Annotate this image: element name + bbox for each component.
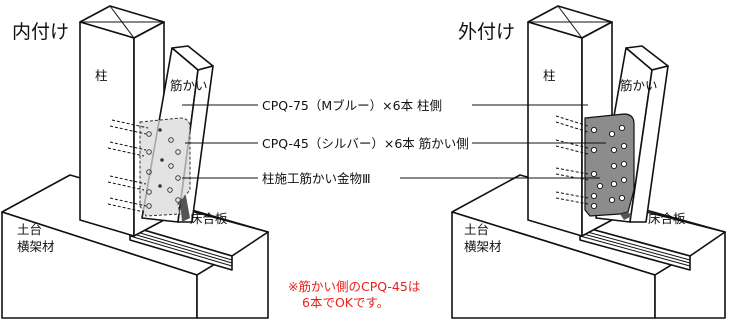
left-base-label-2: 横架材 <box>17 239 55 254</box>
right-base-label-1: 土台 <box>464 222 489 237</box>
left-title: 内付け <box>12 21 69 43</box>
left-brace-label: 筋かい <box>170 78 208 93</box>
left-post-label: 柱 <box>95 68 108 83</box>
callout-leaders <box>182 104 606 179</box>
right-base-label-2: 横架材 <box>464 239 502 254</box>
right-floor-label: 床合板 <box>648 211 686 226</box>
left-bracket-plate <box>139 117 191 222</box>
left-screw-holes <box>146 128 181 209</box>
left-base-label-1: 土台 <box>17 222 42 237</box>
callout-cpq75: CPQ-75（Mブルー）×6本 柱側 <box>262 98 442 113</box>
note-line-1: ※筋かい側のCPQ-45は <box>288 279 420 294</box>
callout-cpq45: CPQ-45（シルバー）×6本 筋かい側 <box>262 136 469 151</box>
callout-bracket-name: 柱施工筋かい金物Ⅲ <box>262 171 371 186</box>
left-screw-lines <box>107 119 149 213</box>
left-assembly <box>1 5 269 319</box>
right-screw-heads <box>590 124 628 210</box>
right-post-label: 柱 <box>543 68 556 83</box>
right-assembly <box>451 5 726 319</box>
left-floor-label: 床合板 <box>190 211 228 226</box>
right-bracket-plate <box>584 113 635 220</box>
right-brace-label: 筋かい <box>620 78 658 93</box>
right-title: 外付け <box>458 21 515 43</box>
note-line-2: 6本でOKです。 <box>302 295 389 310</box>
right-screw-lines <box>555 115 589 205</box>
